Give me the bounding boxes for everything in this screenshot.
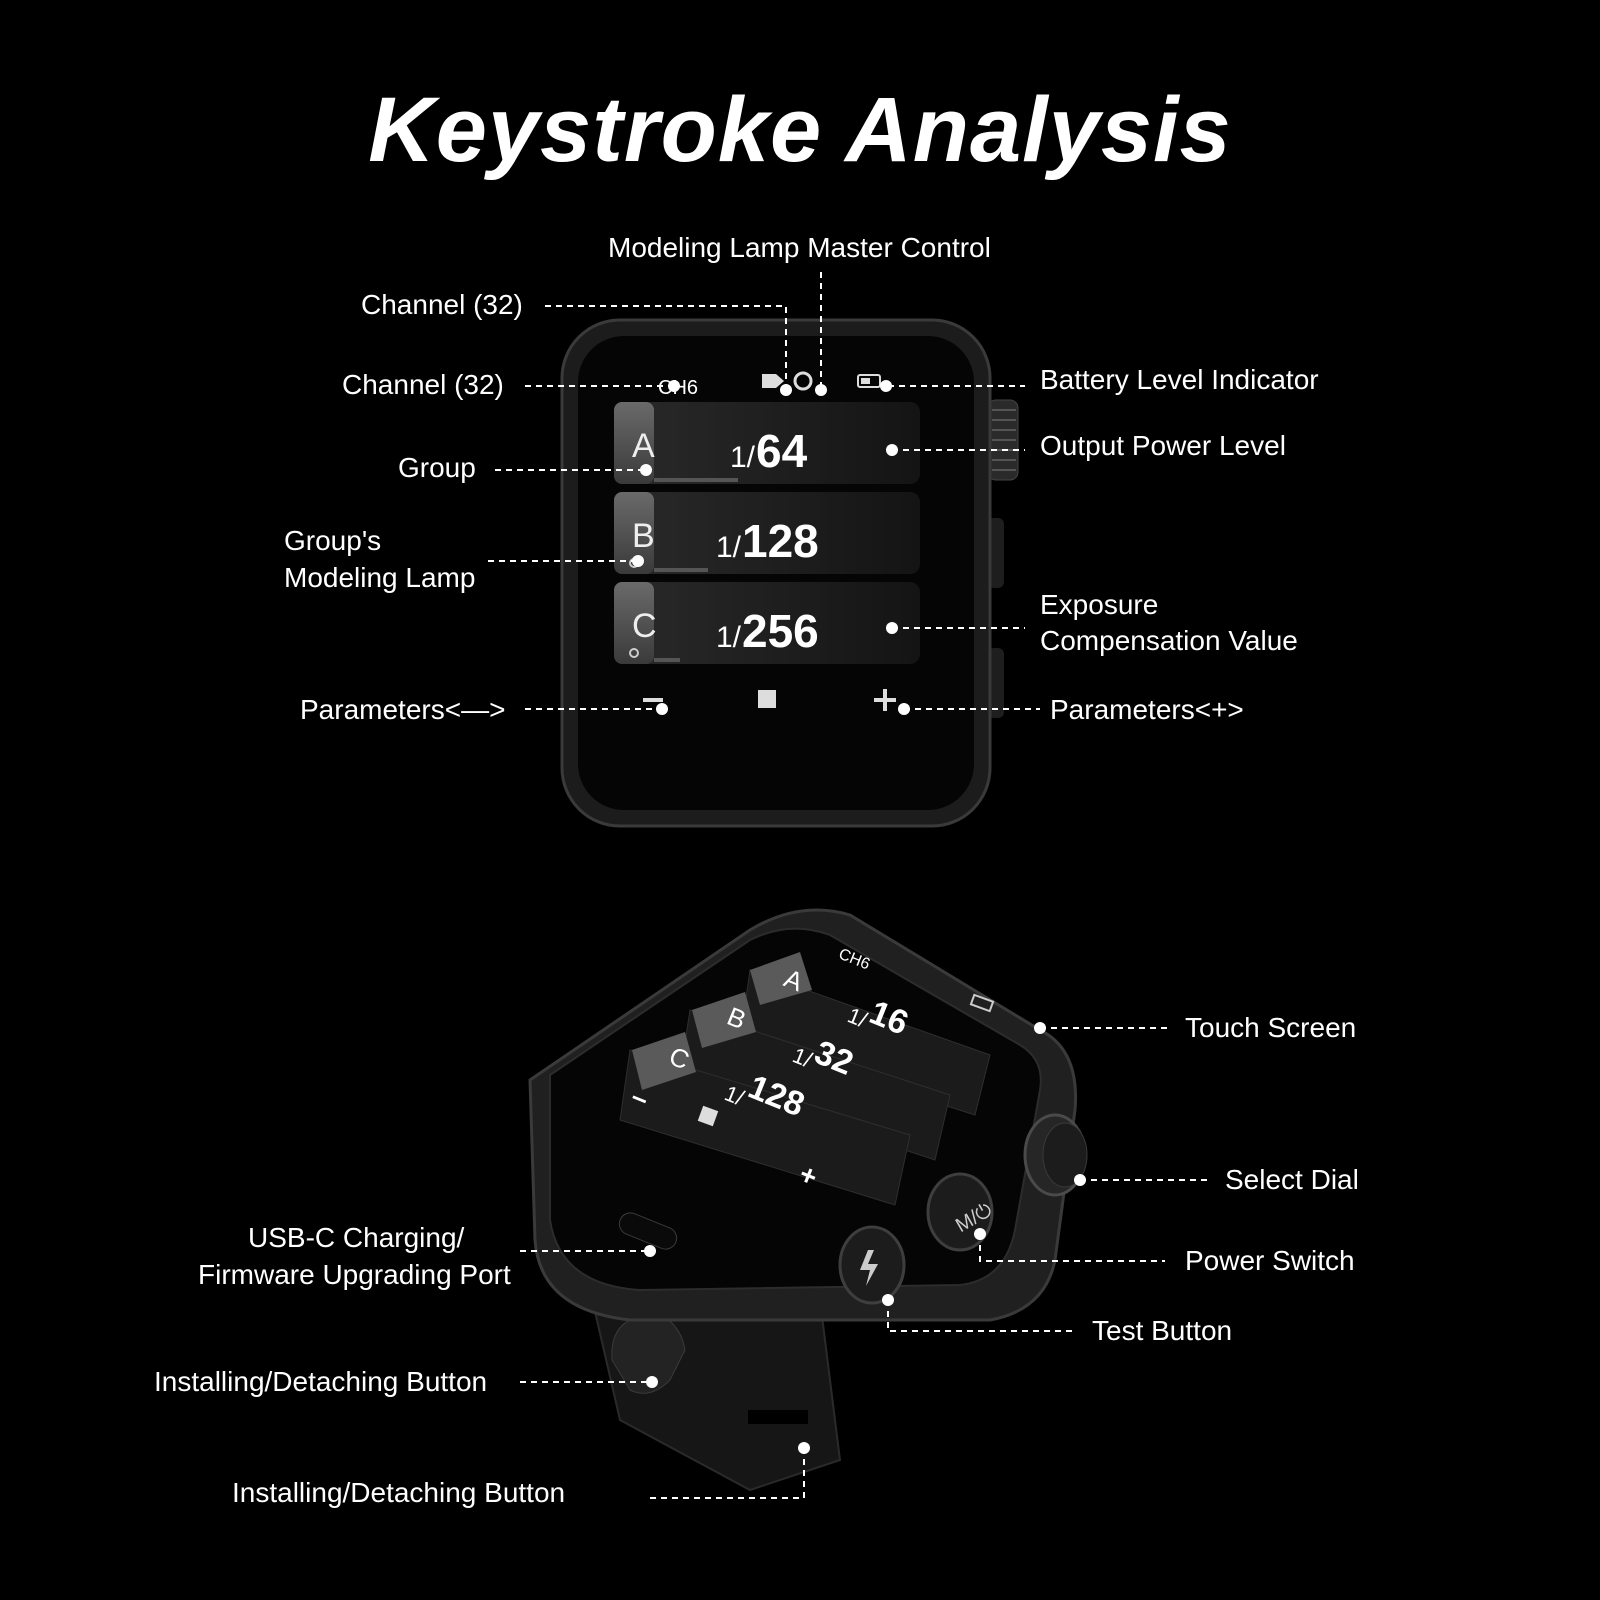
front-group-c-value: 256 <box>742 605 819 657</box>
callout-installing-button-1: Installing/Detaching Button <box>154 1366 488 1397</box>
front-group-b-prefix: 1/ <box>716 531 742 564</box>
callout-group-modeling-lamp-line2: Modeling Lamp <box>284 562 476 593</box>
callout-channel-top: Channel (32) <box>361 289 523 320</box>
callout-touch-screen: Touch Screen <box>1185 1012 1357 1043</box>
angled-device <box>528 908 1088 1492</box>
callout-exposure-line2: Compensation Value <box>1040 625 1298 656</box>
front-group-a-prefix: 1/ <box>730 441 756 474</box>
callout-group-modeling-lamp-line1: Group's <box>284 525 382 556</box>
callout-power-switch: Power Switch <box>1185 1245 1355 1276</box>
callout-group: Group <box>398 452 476 483</box>
callout-select-dial: Select Dial <box>1225 1164 1359 1195</box>
front-group-c-letter: C <box>632 607 657 645</box>
callout-installing-button-2: Installing/Detaching Button <box>232 1477 566 1508</box>
front-group-b-value: 128 <box>742 515 819 567</box>
page-title: Keystroke Analysis <box>368 79 1232 181</box>
front-group-a-value: 64 <box>756 425 808 477</box>
callout-usb-line2: Firmware Upgrading Port <box>198 1259 511 1290</box>
callout-usb-line1: USB-C Charging/ <box>248 1222 465 1253</box>
callout-output-power: Output Power Level <box>1040 430 1286 461</box>
callout-exposure-line1: Exposure <box>1040 589 1159 620</box>
callout-test-button: Test Button <box>1092 1315 1233 1346</box>
front-group-c-prefix: 1/ <box>716 621 742 654</box>
front-group-a-letter: A <box>632 427 655 465</box>
callout-params-plus: Parameters<+> <box>1050 694 1244 725</box>
callout-channel: Channel (32) <box>342 369 504 400</box>
front-channel-text: CH6 <box>658 377 699 399</box>
callout-params-minus: Parameters<—> <box>300 694 506 725</box>
front-device <box>560 318 1019 828</box>
callout-battery: Battery Level Indicator <box>1040 364 1319 395</box>
callout-modeling-lamp-master: Modeling Lamp Master Control <box>608 232 991 263</box>
front-group-b-letter: B <box>632 517 655 555</box>
